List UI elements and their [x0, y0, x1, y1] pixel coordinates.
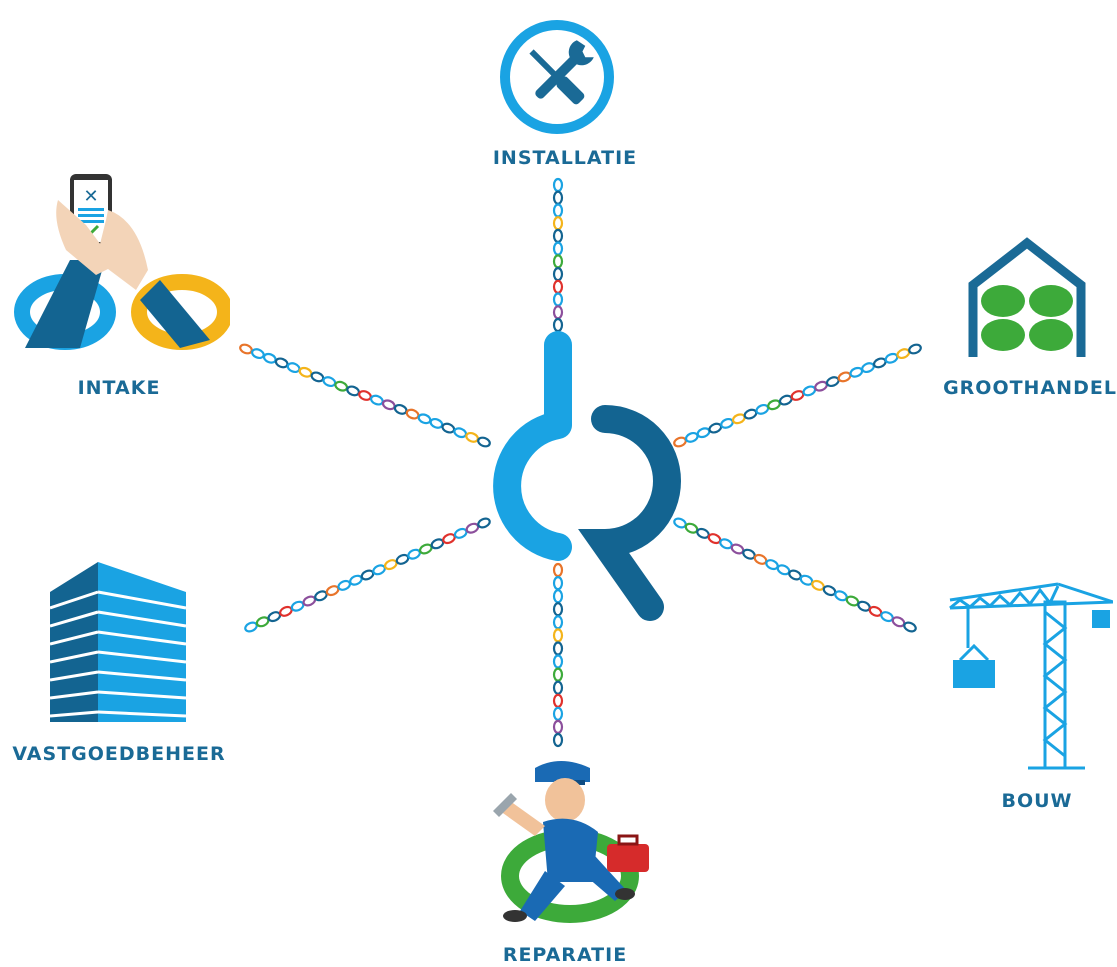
chain-link [552, 706, 564, 721]
chain-link [552, 241, 564, 256]
chain-link [790, 390, 805, 401]
chain-to-installatie [552, 177, 564, 333]
chain-link [370, 394, 384, 406]
center-logo [470, 325, 700, 635]
chain-link [552, 228, 564, 243]
chain-link [552, 667, 564, 682]
label-bouw: BOUW [1001, 790, 1073, 812]
chain-link [552, 732, 564, 748]
chain-link [334, 380, 349, 392]
chain-link [552, 292, 564, 307]
chain-link [552, 693, 564, 708]
chain-link [837, 371, 852, 383]
smartphone-hand-icon: ✕ [14, 174, 233, 350]
chain-link [861, 362, 875, 374]
node-installatie [495, 20, 620, 150]
chain-link [767, 399, 781, 411]
chain-link [298, 366, 313, 378]
chain-link [251, 348, 265, 360]
node-vastgoedbeheer [49, 562, 190, 727]
chain-to-bouw [673, 517, 917, 633]
node-intake: ✕ [10, 170, 233, 350]
chain-link [884, 352, 899, 364]
chain-link [322, 376, 337, 388]
chain-link [814, 380, 828, 392]
chain-link [393, 403, 408, 415]
repairman-icon [493, 761, 649, 923]
chain-link [552, 177, 564, 193]
chain-link [358, 390, 372, 401]
chain-to-reparatie [552, 562, 564, 748]
chain-link [552, 680, 564, 695]
chain-link [552, 254, 564, 269]
label-groothandel: GROOTHANDEL [943, 377, 1117, 399]
chain-link [441, 422, 456, 434]
node-reparatie [485, 756, 660, 928]
chain-link [552, 203, 564, 218]
label-intake: INTAKE [77, 377, 161, 399]
chain-link [552, 615, 564, 630]
chain-link [429, 417, 444, 429]
chain-to-intake [239, 343, 491, 448]
chain-link [552, 279, 564, 294]
chain-link [310, 371, 325, 383]
chain-to-groothandel [673, 343, 922, 448]
office-building-icon [49, 562, 187, 722]
label-vastgoedbeheer: VASTGOEDBEHEER [12, 743, 226, 765]
chain-link [274, 357, 289, 369]
chain-link [417, 413, 432, 425]
node-bouw [948, 578, 1114, 773]
chain-link [346, 385, 360, 397]
chain-link [477, 436, 491, 448]
wrench-screwdriver-icon [500, 20, 614, 134]
chain-link [552, 641, 564, 656]
chain-link [720, 417, 734, 429]
chain-to-vastgoedbeheer [244, 517, 491, 633]
chain-link [552, 654, 564, 669]
chain-link [381, 399, 396, 411]
node-groothandel [965, 235, 1095, 360]
chain-link [405, 408, 420, 420]
chain-link [552, 719, 564, 735]
chain-link [477, 517, 491, 529]
label-reparatie: REPARATIE [502, 944, 628, 966]
chain-link [239, 343, 253, 355]
chain-link [552, 305, 564, 320]
chain-link [552, 267, 564, 282]
chain-link [552, 190, 564, 205]
chain-link [903, 621, 917, 633]
warehouse-icon [968, 237, 1086, 357]
chain-link [552, 216, 564, 231]
chain-link [552, 575, 564, 591]
chain-link [908, 343, 922, 355]
label-installatie: INSTALLATIE [492, 147, 638, 169]
chain-link [453, 427, 468, 439]
chain-link [743, 408, 758, 420]
chain-link [286, 362, 301, 374]
chain-link [262, 352, 277, 364]
dr-logo-icon [493, 331, 681, 621]
svg-text:✕: ✕ [83, 186, 98, 207]
crane-icon [949, 582, 1114, 770]
